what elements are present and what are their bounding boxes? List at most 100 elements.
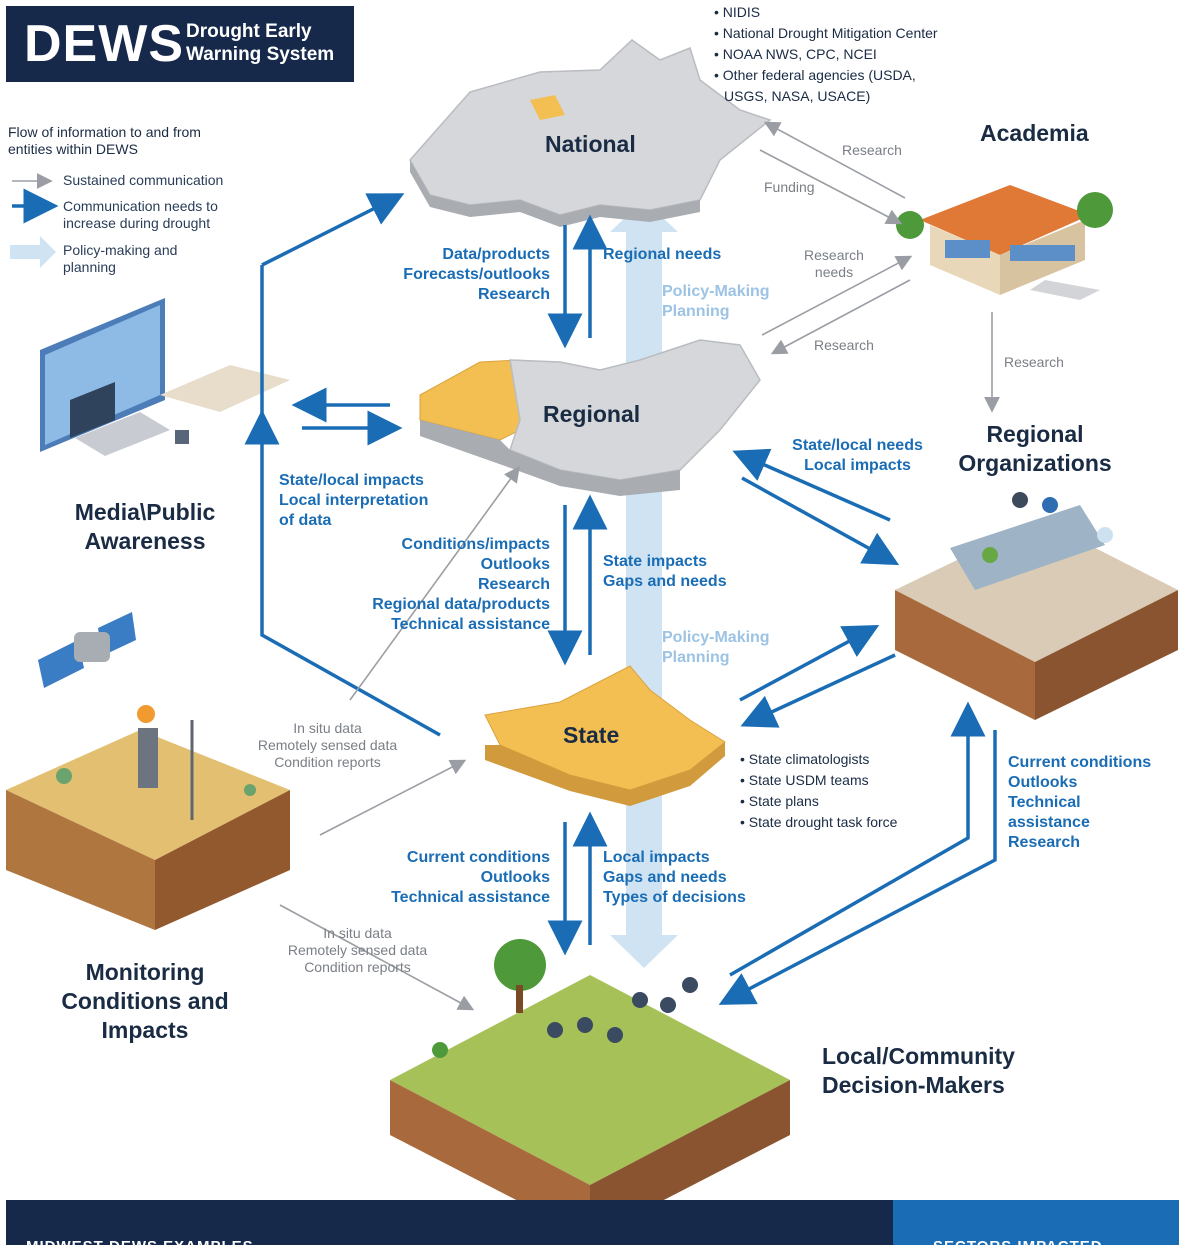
flow-insitu-2-line2: Remotely sensed data — [287, 942, 428, 958]
national-members: NIDIS National Drought Mitigation Center… — [714, 2, 938, 107]
flow-media-in-line3: of data — [279, 512, 332, 529]
national-member: Other federal agencies (USDA, — [714, 65, 938, 86]
academia-building — [896, 185, 1113, 300]
monitoring-platform — [6, 705, 290, 930]
national-label: National — [545, 131, 636, 157]
flow-insitu-1-line1: In situ data — [293, 720, 362, 736]
flow-state-up-line2: Gaps and needs — [603, 869, 727, 886]
flow-policy-2: Policy-Making Planning — [662, 628, 770, 668]
flow-regorg-down: Current conditions Outlooks Technical as… — [1008, 753, 1151, 853]
flow-regorg-down-line2: Outlooks — [1008, 774, 1078, 791]
legend-item-policy: Policy-making and planning — [63, 242, 177, 276]
regional-map — [419, 339, 761, 496]
regional-orgs-line2: Organizations — [958, 450, 1112, 476]
legend-item-policy-line2: planning — [63, 259, 116, 275]
national-map — [409, 39, 772, 227]
flow-regional-up-line1: State impacts — [603, 553, 708, 570]
legend-item-drought-line1: Communication needs to — [63, 198, 218, 214]
state-members: State climatologists State USDM teams St… — [740, 749, 898, 833]
monitoring-label-line1: Monitoring — [85, 959, 205, 985]
monitoring-label-line2: Conditions and — [61, 988, 229, 1014]
state-map — [484, 665, 726, 806]
grey-arrows — [279, 121, 1000, 1011]
flow-state-down-line2: Outlooks — [480, 869, 550, 886]
dews-logo: DEWS Drought Early Warning System — [6, 6, 354, 82]
flow-insitu-1-line2: Remotely sensed data — [257, 737, 398, 753]
logo-subtitle-line2: Warning System — [186, 44, 335, 65]
flow-insitu-1: In situ data Remotely sensed data Condit… — [245, 720, 410, 771]
flow-state-down-line1: Current conditions — [406, 849, 550, 866]
national-member: NIDIS — [714, 2, 938, 23]
local-platform — [390, 939, 790, 1238]
flow-regional-down-line4: Regional data/products — [372, 596, 550, 613]
flow-research-needs-line2: needs — [814, 264, 854, 280]
state-member: State climatologists — [740, 749, 897, 770]
flow-regorg-down-line4: assistance — [1008, 814, 1090, 831]
flow-regional-down: Conditions/impacts Outlooks Research Reg… — [340, 535, 550, 635]
flow-national-down-line3: Research — [477, 286, 550, 303]
flow-regorg-down-line3: Technical — [1008, 794, 1081, 811]
media-label-line1: Media\Public — [74, 499, 216, 525]
state-member: State USDM teams — [740, 770, 897, 791]
flow-media-in: State/local impacts Local interpretation… — [279, 471, 428, 531]
local-label-line1: Local/Community — [822, 1043, 1015, 1069]
local-label: Local/Community Decision-Makers — [822, 1042, 1015, 1100]
legend-title-line2: entities within DEWS — [8, 141, 138, 157]
legend-item-drought-line2: increase during drought — [63, 215, 211, 231]
flow-research-2: Research — [814, 337, 874, 353]
flow-regional-down-line3: Research — [477, 576, 550, 593]
legend-item-sustained: Sustained communication — [63, 172, 224, 188]
flow-regional-up: State impacts Gaps and needs — [603, 552, 727, 592]
regional-label: Regional — [543, 401, 641, 427]
flow-regorg-line2: Local impacts — [804, 457, 911, 474]
flow-research-needs: Research needs — [800, 247, 868, 281]
legend-item-policy-line1: Policy-making and — [63, 242, 178, 258]
flow-regional-down-line2: Outlooks — [480, 556, 550, 573]
flow-policy-1: Policy-Making Planning — [662, 282, 770, 322]
flow-state-up: Local impacts Gaps and needs Types of de… — [603, 848, 746, 908]
flow-regional-down-line5: Technical assistance — [391, 616, 550, 633]
flow-regional-up-line2: Gaps and needs — [603, 573, 727, 590]
blue-arrows — [244, 193, 997, 1005]
flow-regorg-down-line5: Research — [1008, 834, 1081, 851]
footer-bar-right: SECTORS IMPACTED — [893, 1200, 1179, 1255]
legend-title-line1: Flow of information to and from — [8, 124, 201, 140]
media-label-line2: Awareness — [84, 528, 206, 554]
logo-subtitle: Drought Early Warning System — [186, 20, 334, 66]
flow-regorg: State/local needs Local impacts — [780, 436, 935, 476]
flow-national-down: Data/products Forecasts/outlooks Researc… — [360, 245, 550, 305]
local-label-line2: Decision-Makers — [822, 1072, 1005, 1098]
state-member: State plans — [740, 791, 897, 812]
flow-regional-down-line1: Conditions/impacts — [401, 536, 550, 553]
state-member: State drought task force — [740, 812, 898, 833]
flow-national-up: Regional needs — [603, 246, 722, 263]
footer-right-text: SECTORS IMPACTED — [933, 1238, 1103, 1255]
academia-label: Academia — [980, 120, 1089, 146]
flow-state-up-line1: Local impacts — [603, 849, 710, 866]
monitoring-label: Monitoring Conditions and Impacts — [40, 958, 250, 1045]
satellite-icon — [38, 612, 136, 688]
regional-orgs-label: Regional Organizations — [940, 420, 1130, 478]
flow-insitu-2-line3: Condition reports — [304, 959, 411, 975]
flow-national-down-line1: Data/products — [442, 246, 550, 263]
flow-policy-1-line2: Planning — [662, 303, 730, 320]
flow-insitu-2: In situ data Remotely sensed data Condit… — [275, 925, 440, 976]
flow-insitu-2-line1: In situ data — [323, 925, 392, 941]
footer-bar-left: MIDWEST DEWS EXAMPLES — [6, 1200, 893, 1255]
flow-insitu-1-line3: Condition reports — [274, 754, 381, 770]
footer-left-text: MIDWEST DEWS EXAMPLES — [26, 1238, 254, 1255]
legend-item-drought: Communication needs to increase during d… — [63, 198, 218, 232]
state-label: State — [563, 722, 620, 748]
legend-arrows — [10, 173, 59, 268]
logo-subtitle-line1: Drought Early — [186, 21, 312, 42]
flow-media-in-line1: State/local impacts — [279, 472, 424, 489]
national-member: USGS, NASA, USACE) — [724, 88, 871, 104]
flow-policy-1-line1: Policy-Making — [662, 283, 770, 300]
flow-regorg-down-line1: Current conditions — [1008, 754, 1152, 771]
national-member: National Drought Mitigation Center — [714, 23, 938, 44]
flow-funding: Funding — [764, 179, 815, 195]
national-member: NOAA NWS, CPC, NCEI — [714, 44, 938, 65]
flow-media-in-line2: Local interpretation — [279, 492, 429, 509]
monitoring-label-line3: Impacts — [101, 1017, 189, 1043]
